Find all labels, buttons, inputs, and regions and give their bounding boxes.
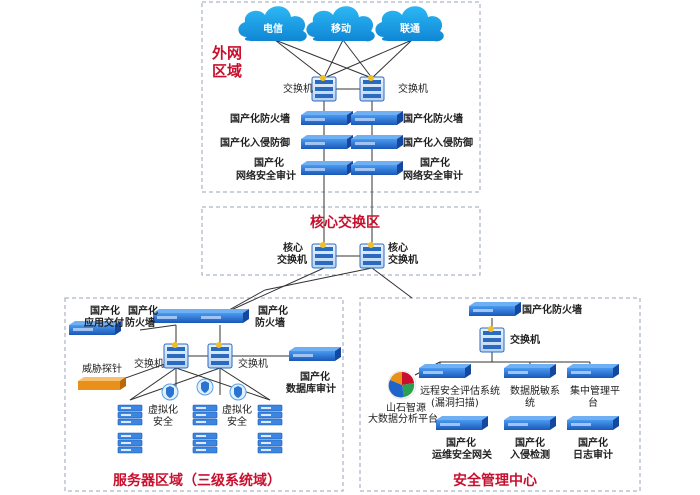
external-audit-left-label-1: 国产化 [254,158,284,169]
zone-core-frame [201,206,481,276]
vsec-left-label-1: 虚拟化 [148,405,178,416]
server-firewall-right-label-1: 国产化 [258,306,288,317]
scan-label-1: 远程安全评估系统 [420,386,500,397]
server-rack-4 [192,432,218,454]
zone-security-frame [359,297,641,492]
zone-external-frame [201,1,481,193]
platform-logo [387,370,417,400]
zone-external-title: 外网区域 [212,44,243,80]
mgmt-label-2: 台 [588,398,598,409]
external-firewall-left-label: 国产化防火墙 [230,114,290,125]
ids-label-1: 国产化 [515,438,545,449]
server-rack-6 [257,432,283,454]
db-audit-label-1: 国产化 [300,372,330,383]
bastion-label-1: 国产化 [446,438,476,449]
security-switch [479,325,505,353]
virtual-security-shield-2 [196,378,214,396]
server-switch-left-label: 交换机 [134,359,164,370]
platform-label-1: 山石智源 [386,403,426,414]
core-switch-left-label-2: 交换机 [277,255,307,266]
core-switch-right-label-1: 核心 [388,243,408,254]
mgmt-label-1: 集中管理平 [570,386,620,397]
scan-label-2: (漏洞扫描) [431,398,479,409]
ids-label-2: 入侵检测 [510,450,550,461]
app-delivery-label-1: 国产化 [90,306,120,317]
vsec-right-label-1: 虚拟化 [222,405,252,416]
core-switch-left [311,241,337,269]
server-switch-right-label: 交换机 [238,359,268,370]
external-ips-left-label: 国产化入侵防御 [220,138,290,149]
external-firewall-left [301,111,353,125]
threat-probe-label: 威胁探针 [82,364,122,375]
zone-server-frame [64,297,344,492]
server-rack-1 [117,404,143,426]
external-firewall-right [351,111,403,125]
cloud-telecom-label: 电信 [263,24,283,35]
security-firewall-label: 国产化防火墙 [522,305,582,316]
server-firewall-left-label-2: 防火墙 [125,318,155,329]
external-audit-left-label-2: 网络安全审计 [236,171,296,182]
security-switch-label: 交换机 [510,335,540,346]
server-switch-left [163,341,189,369]
external-switch-right-label: 交换机 [398,84,428,95]
server-rack-5 [257,404,283,426]
security-bastion-device [436,416,488,430]
external-switch-right [359,74,385,102]
external-ips-left [301,135,353,149]
external-switch-left-label: 交换机 [283,84,313,95]
core-switch-right-label-2: 交换机 [388,255,418,266]
server-db-audit [289,347,341,361]
zone-server-title: 服务器区域（三级系统域） [113,473,281,489]
vsec-right-label-2: 安全 [227,417,247,428]
external-audit-right-label-1: 国产化 [420,158,450,169]
external-audit-right-label-2: 网络安全审计 [403,171,463,182]
log-label-1: 国产化 [578,438,608,449]
platform-label-2: 大数据分析平台 [368,414,438,425]
security-log-device [567,416,619,430]
zone-security-title: 安全管理中心 [453,473,537,489]
virtual-security-shield-3 [229,383,247,401]
external-switch-left [311,74,337,102]
cloud-unicom-label: 联通 [400,24,420,35]
zone-core-title: 核心交换区 [310,215,380,231]
threat-probe-device [78,377,126,390]
log-label-2: 日志审计 [573,450,613,461]
external-firewall-right-label: 国产化防火墙 [403,114,463,125]
desens-label-1: 数据脱敏系 [510,386,560,397]
db-audit-label-2: 数据库审计 [286,384,336,395]
core-switch-left-label-1: 核心 [283,243,303,254]
external-audit-right [351,161,403,175]
security-scan-device [419,364,471,378]
core-switch-right [359,241,385,269]
server-rack-2 [117,432,143,454]
security-firewall [469,302,521,316]
external-ips-right-label: 国产化入侵防御 [403,138,473,149]
security-mgmt-device [567,364,619,378]
external-ips-right [351,135,403,149]
server-rack-3 [192,404,218,426]
server-firewall-right-label-2: 防火墙 [255,318,285,329]
vsec-left-label-2: 安全 [153,417,173,428]
server-firewall-left-label-1: 国产化 [128,306,158,317]
app-delivery-label-2: 应用交付 [84,318,124,329]
external-audit-left [301,161,353,175]
server-firewall-right [197,309,249,323]
security-ids-device [504,416,556,430]
bastion-label-2: 运维安全网关 [432,450,492,461]
cloud-mobile-label: 移动 [331,24,351,35]
virtual-security-shield-1 [161,383,179,401]
security-desens-device [504,364,556,378]
desens-label-2: 统 [525,398,535,409]
server-switch-right [207,341,233,369]
